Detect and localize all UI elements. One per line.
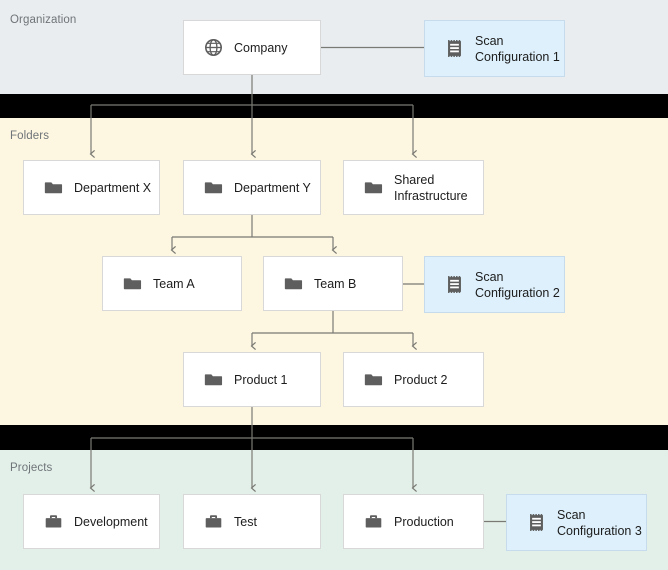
node-label: Team A xyxy=(153,276,195,291)
node-label: Product 2 xyxy=(394,372,448,387)
section-label-projects: Projects xyxy=(10,462,53,474)
node-label: Test xyxy=(234,514,257,529)
node-label: Scan Configuration 1 xyxy=(475,33,560,64)
node-test[interactable]: Test xyxy=(183,494,321,549)
node-label: Department Y xyxy=(234,180,311,195)
folder-icon xyxy=(364,374,383,386)
node-scan-configuration-1[interactable]: Scan Configuration 1 xyxy=(424,20,565,77)
node-label: Team B xyxy=(314,276,357,291)
node-label: Product 1 xyxy=(234,372,288,387)
folder-icon xyxy=(204,374,223,386)
node-scan-configuration-2[interactable]: Scan Configuration 2 xyxy=(424,256,565,313)
folder-icon xyxy=(284,278,303,290)
folder-icon xyxy=(204,182,223,194)
node-scan-configuration-3[interactable]: Scan Configuration 3 xyxy=(506,494,647,551)
node-label: Scan Configuration 2 xyxy=(475,269,560,300)
node-label: Scan Configuration 3 xyxy=(557,507,642,538)
scan-config-icon xyxy=(448,40,461,57)
node-product-1[interactable]: Product 1 xyxy=(183,352,321,407)
node-development[interactable]: Development xyxy=(23,494,160,549)
folder-icon xyxy=(44,182,63,194)
node-company[interactable]: Company xyxy=(183,20,321,75)
section-label-organization: Organization xyxy=(10,14,77,26)
node-product-2[interactable]: Product 2 xyxy=(343,352,484,407)
node-department-x[interactable]: Department X xyxy=(23,160,160,215)
briefcase-icon xyxy=(45,515,62,528)
node-production[interactable]: Production xyxy=(343,494,484,549)
node-team-a[interactable]: Team A xyxy=(102,256,242,311)
node-team-b[interactable]: Team B xyxy=(263,256,403,311)
folder-icon xyxy=(364,182,383,194)
node-label: Department X xyxy=(74,180,152,195)
section-band-organization xyxy=(0,0,668,94)
node-shared-infrastructure[interactable]: Shared Infrastructure xyxy=(343,160,484,215)
node-label: Company xyxy=(234,40,288,55)
briefcase-icon xyxy=(365,515,382,528)
scan-config-icon xyxy=(530,514,543,531)
briefcase-icon xyxy=(205,515,222,528)
section-label-folders: Folders xyxy=(10,130,50,142)
node-label: Development xyxy=(74,514,148,529)
scan-config-icon xyxy=(448,276,461,293)
folder-icon xyxy=(123,278,142,290)
node-label: Shared Infrastructure xyxy=(394,172,468,203)
node-label: Production xyxy=(394,514,454,529)
node-department-y[interactable]: Department Y xyxy=(183,160,321,215)
globe-icon xyxy=(204,38,223,57)
